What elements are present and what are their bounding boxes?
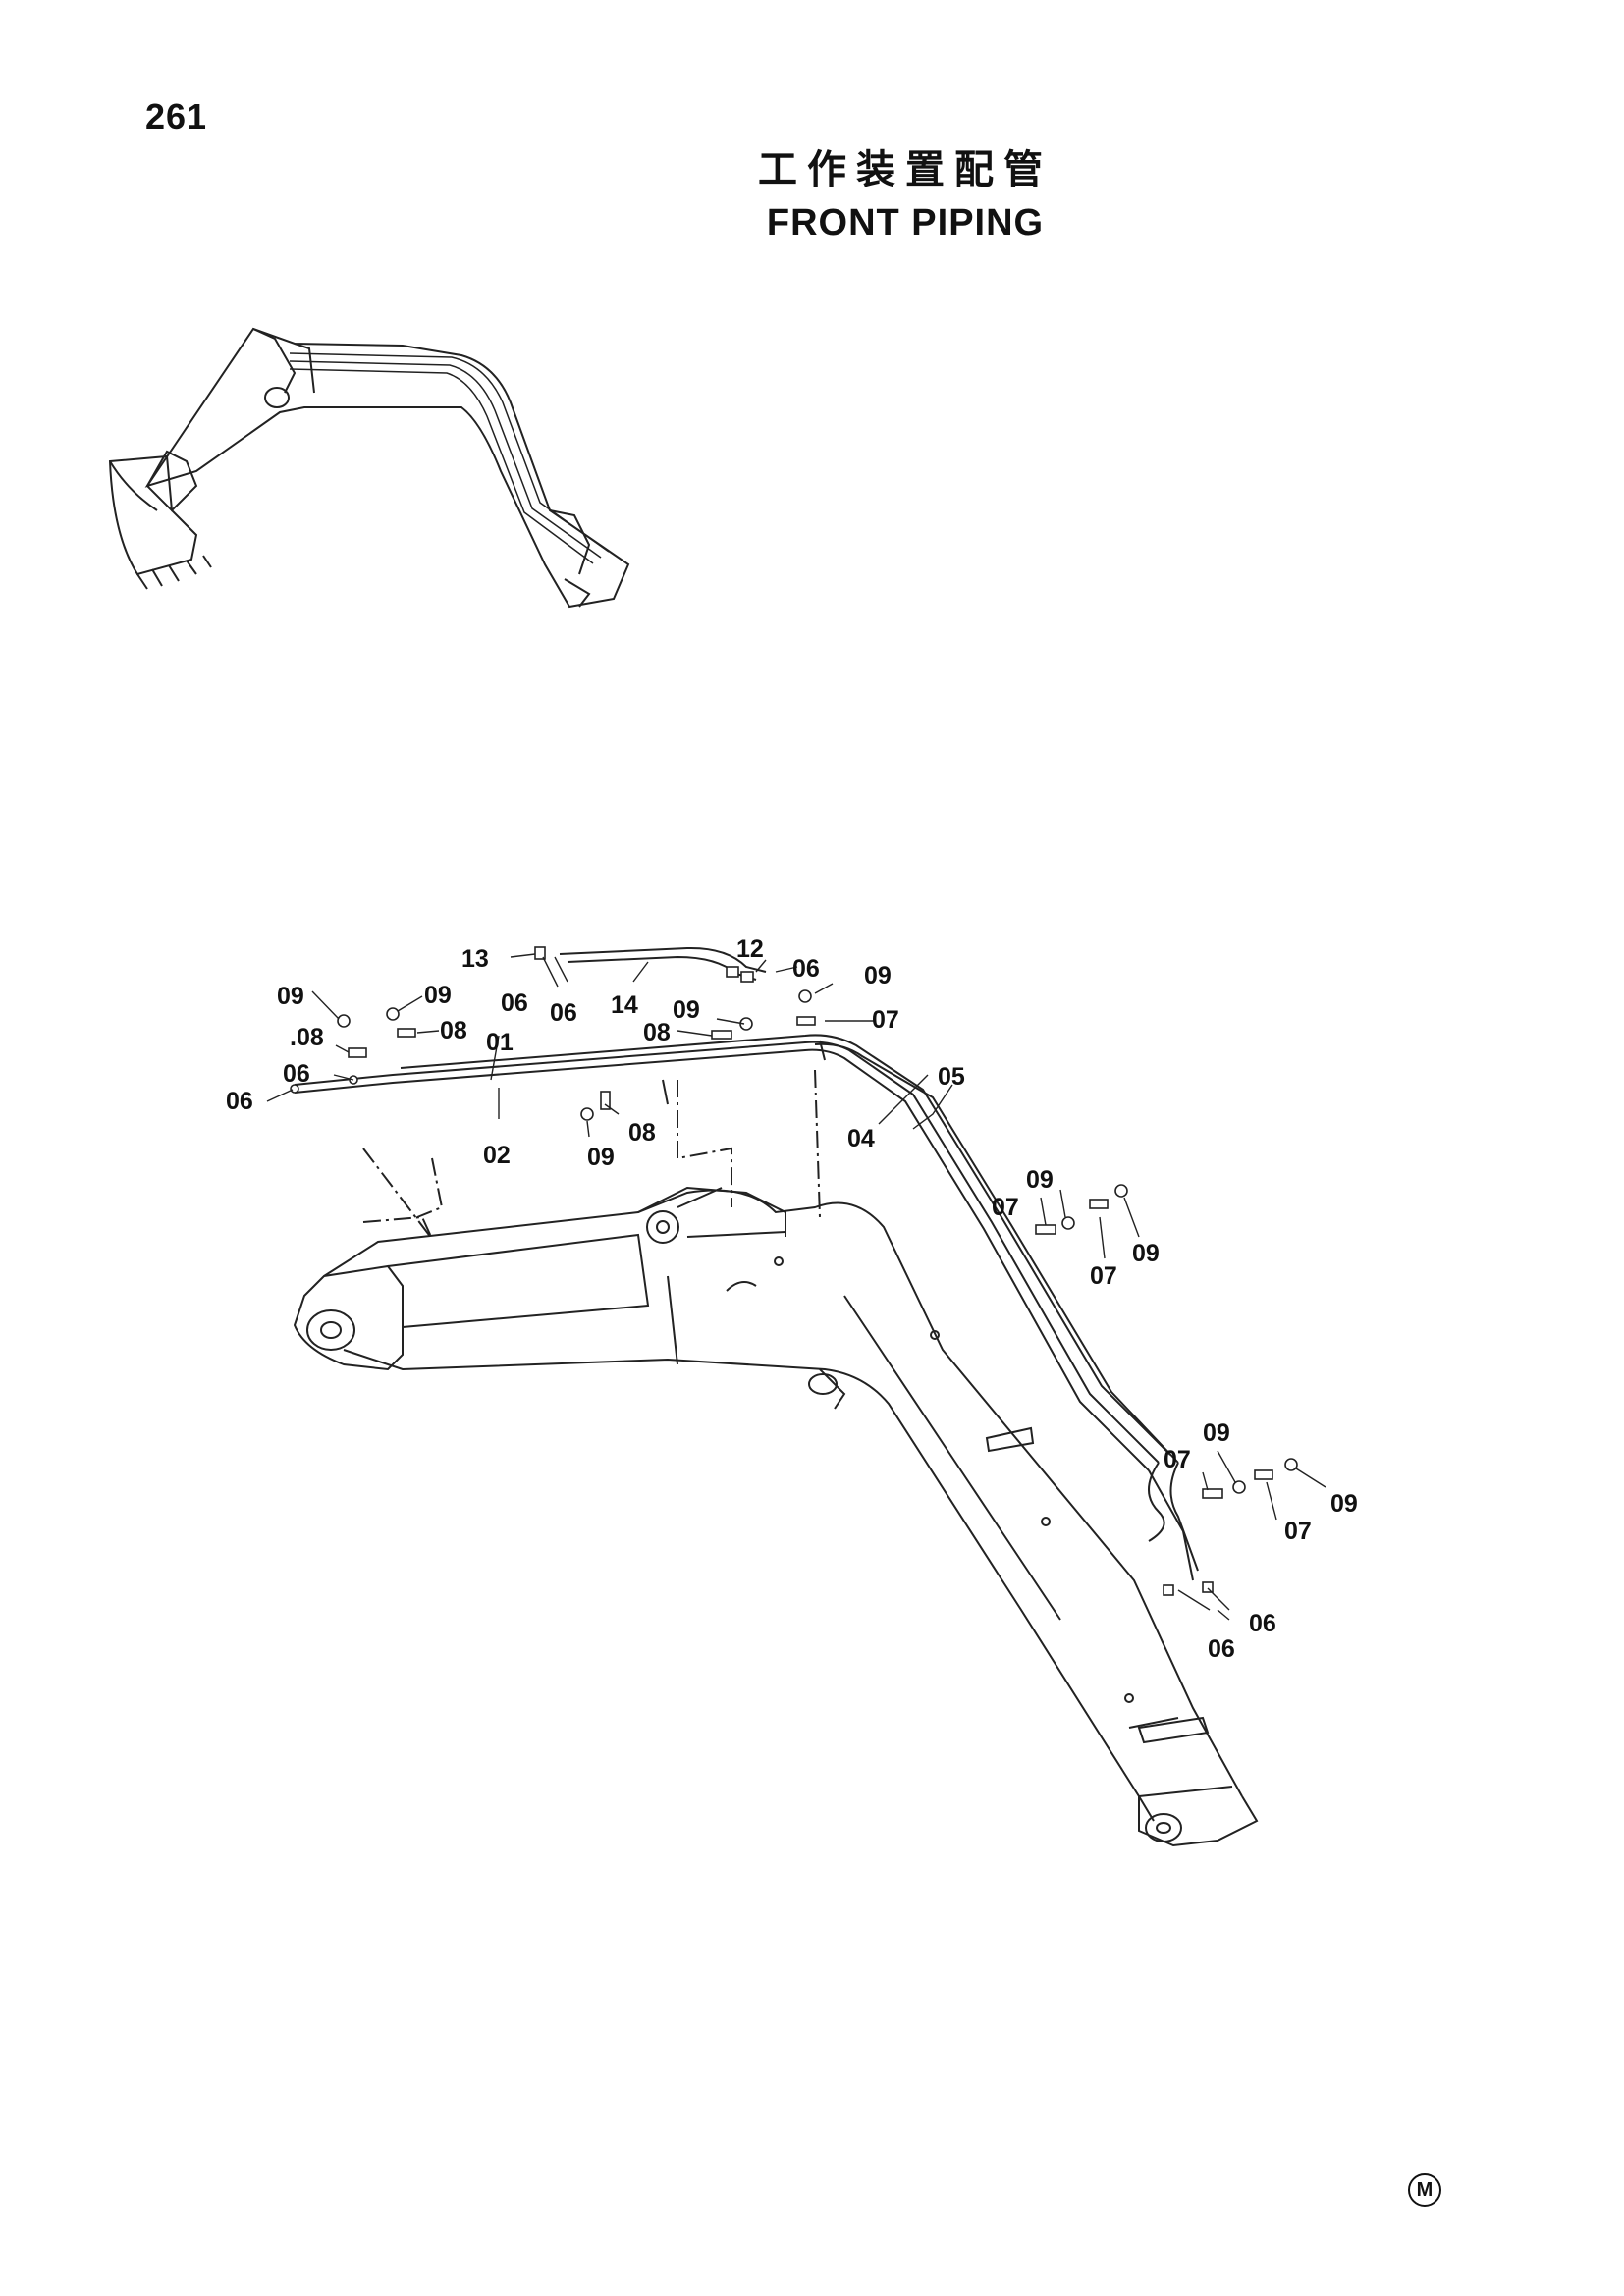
callout-08-left-b: 08 (440, 1017, 467, 1044)
callout-08-mid: 08 (643, 1019, 671, 1046)
callout-08-lower: 08 (628, 1119, 656, 1147)
callout-09-top-right: 09 (864, 962, 892, 989)
callout-07-right-a: 07 (992, 1194, 1019, 1221)
callout-06-top-mid-b: 06 (550, 999, 577, 1027)
callout-04: 04 (847, 1125, 875, 1152)
callout-08-left: .08 (290, 1024, 324, 1051)
callout-09-mid: 09 (673, 996, 700, 1024)
callout-06-left: 06 (283, 1060, 310, 1088)
callout-09-lower-right-a: 09 (1203, 1419, 1230, 1447)
callout-09-right-a: 09 (1026, 1166, 1054, 1194)
callout-06-lower-right-b: 06 (1208, 1635, 1235, 1663)
page-number: 261 (145, 96, 208, 136)
title-block: 工作装置配管 FRONT PIPING (0, 137, 1624, 244)
callout-06-lower-right-a: 06 (1249, 1610, 1276, 1637)
callout-05: 05 (938, 1063, 965, 1091)
pipe-lines (294, 946, 1199, 1581)
overview-excavator-drawing (108, 327, 630, 609)
fittings (290, 946, 1298, 1596)
callout-13: 13 (461, 945, 489, 973)
callout-09-lower-right-b: 09 (1330, 1490, 1358, 1518)
callout-07-lower-right-b: 07 (1284, 1518, 1312, 1545)
callout-06-far-left: 06 (226, 1088, 253, 1115)
callout-07-top: 07 (872, 1006, 899, 1034)
callout-labels: 13 12 06 09 06 06 14 09 07 09 09 08 01 0… (226, 935, 1358, 1663)
callout-06-top-mid-a: 06 (501, 989, 528, 1017)
callout-14: 14 (611, 991, 638, 1019)
callout-12: 12 (736, 935, 764, 963)
callout-07-lower-right-a: 07 (1164, 1446, 1191, 1473)
title-japanese: 工作装置配管 (758, 147, 1053, 192)
catalog-mark: M (1408, 2173, 1441, 2207)
leader-lines (266, 953, 1326, 1621)
callout-07-right-b: 07 (1090, 1262, 1117, 1290)
callout-06-top-right: 06 (792, 955, 820, 983)
callout-09-left-b: 09 (424, 982, 452, 1009)
callout-01: 01 (486, 1029, 514, 1056)
callout-09-left: 09 (277, 983, 304, 1010)
callout-02: 02 (483, 1142, 511, 1169)
callout-09-lower: 09 (587, 1144, 615, 1171)
title-english: FRONT PIPING (766, 202, 1045, 243)
boom-drawing (293, 1069, 1259, 1847)
callout-09-right-b: 09 (1132, 1240, 1160, 1267)
